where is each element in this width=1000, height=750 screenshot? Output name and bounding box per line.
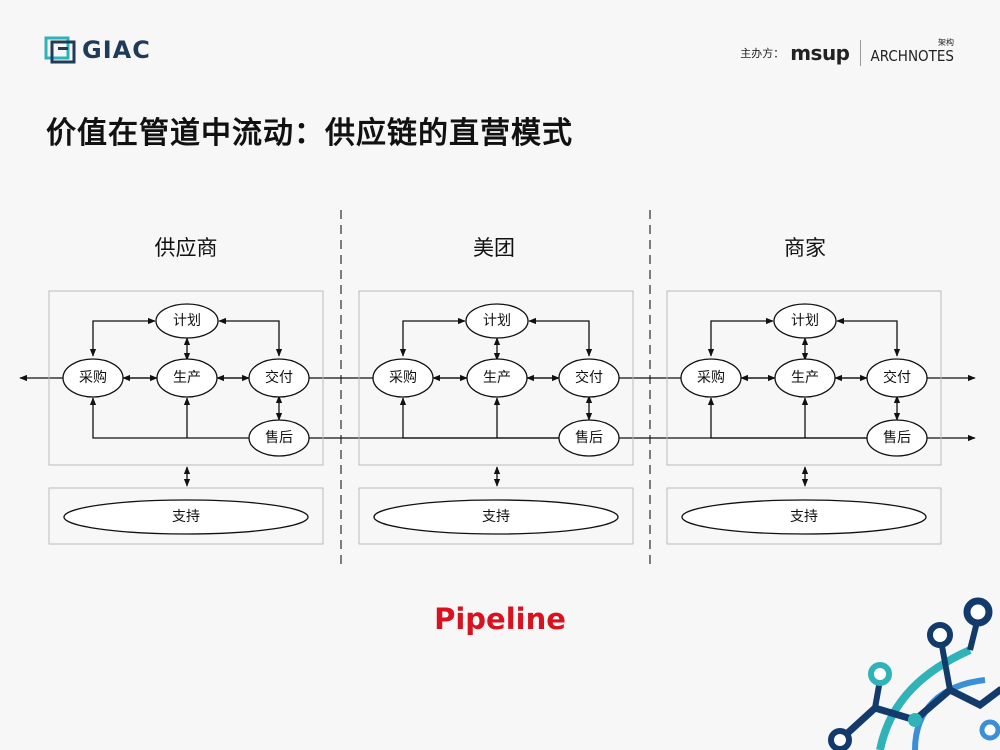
support-box — [358, 487, 634, 545]
node-after-sales-label: 售后 — [575, 430, 603, 446]
giac-logo: GIAC — [44, 36, 151, 64]
node-purchase — [680, 358, 742, 398]
node-plan — [773, 303, 837, 339]
node-purchase-label: 采购 — [79, 370, 107, 386]
node-produce-label: 生产 — [483, 370, 511, 386]
node-deliver — [866, 358, 928, 398]
lane-title: 美团 — [473, 236, 515, 260]
after-sales-to-purchase-arrow — [707, 397, 867, 439]
after-sales-to-purchase-arrow — [399, 397, 559, 439]
pipeline-caption: Pipeline — [434, 602, 566, 636]
node-after-sales-label: 售后 — [265, 430, 293, 446]
node-after-sales — [558, 419, 620, 457]
support-box — [48, 487, 324, 545]
node-produce — [466, 358, 528, 398]
organizer: 主办方： msup 架构 ARCHNOTES — [740, 38, 954, 66]
slide-title: 价值在管道中流动：供应链的直营模式 — [46, 116, 573, 151]
node-deliver-label: 交付 — [265, 369, 293, 386]
lane-title: 供应商 — [155, 236, 218, 260]
plan-to-deliver-arrow — [218, 317, 283, 357]
node-deliver-label: 交付 — [575, 369, 603, 386]
node-plan — [155, 303, 219, 339]
process-box — [666, 290, 942, 466]
sponsor-archnotes-small: 架构 — [938, 38, 954, 47]
plan-to-deliver-arrow — [528, 317, 593, 357]
node-deliver — [558, 358, 620, 398]
plan-to-purchase-arrow — [707, 317, 774, 357]
node-support — [373, 499, 619, 535]
process-box — [48, 290, 324, 466]
plan-to-purchase-arrow — [89, 317, 156, 357]
organizer-label: 主办方： — [740, 47, 785, 60]
node-support — [681, 499, 927, 535]
process-box — [358, 290, 634, 466]
node-produce-label: 生产 — [791, 370, 819, 386]
node-produce — [156, 358, 218, 398]
node-deliver-label: 交付 — [883, 369, 911, 386]
node-after-sales-label: 售后 — [883, 430, 911, 446]
sponsor-divider — [859, 40, 861, 66]
lane-title: 商家 — [784, 236, 826, 260]
plan-to-purchase-arrow — [399, 317, 466, 357]
after-sales-to-purchase-arrow — [89, 397, 249, 439]
giac-logo-icon — [44, 36, 76, 64]
node-purchase — [372, 358, 434, 398]
sponsor-archnotes-name: ARCHNOTES — [870, 47, 954, 65]
node-produce — [774, 358, 836, 398]
node-after-sales — [866, 419, 928, 457]
node-plan-label: 计划 — [173, 313, 201, 329]
node-produce-label: 生产 — [173, 370, 201, 386]
plan-to-deliver-arrow — [836, 317, 901, 357]
node-purchase-label: 采购 — [389, 370, 417, 386]
node-purchase — [62, 358, 124, 398]
node-plan — [465, 303, 529, 339]
network-decoration — [828, 597, 1000, 750]
node-support-label: 支持 — [790, 509, 818, 525]
node-plan-label: 计划 — [483, 313, 511, 329]
sponsor-archnotes-logo: 架构 ARCHNOTES — [870, 38, 954, 65]
node-after-sales — [248, 419, 310, 457]
node-deliver — [248, 358, 310, 398]
node-support-label: 支持 — [482, 509, 510, 525]
node-plan-label: 计划 — [791, 313, 819, 329]
node-support — [63, 499, 309, 535]
node-support-label: 支持 — [172, 509, 200, 525]
sponsor-msup-logo: msup — [790, 41, 850, 65]
node-purchase-label: 采购 — [697, 370, 725, 386]
brand-name: GIAC — [82, 36, 151, 64]
support-box — [666, 487, 942, 545]
